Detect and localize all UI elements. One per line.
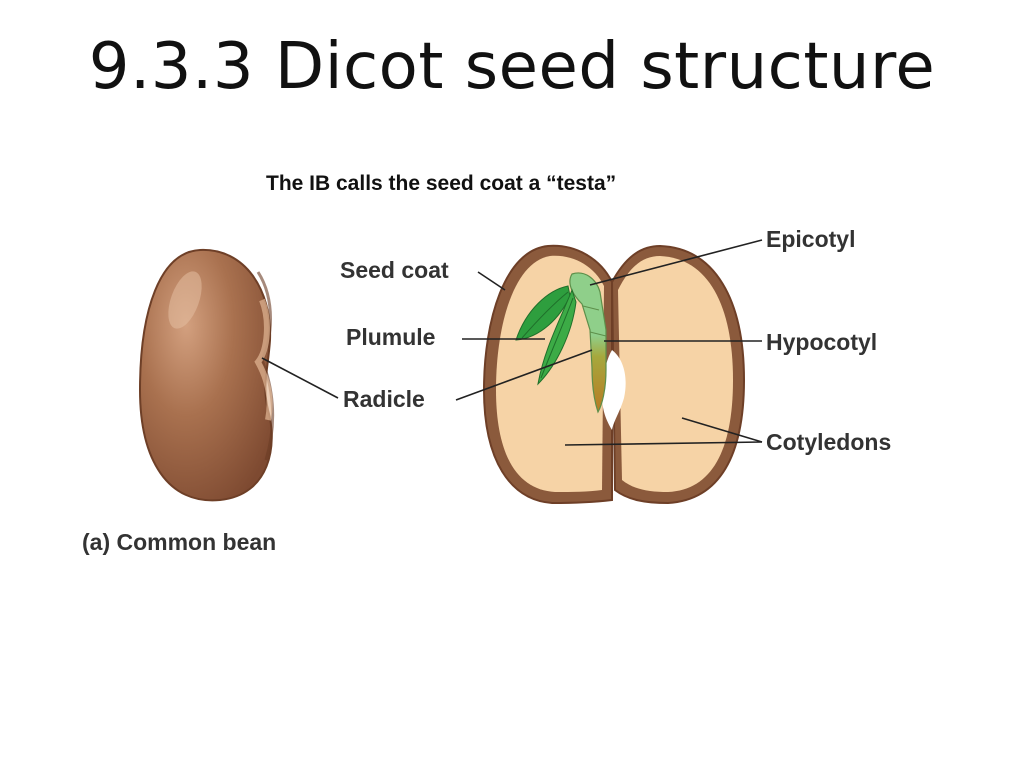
slide-title: 9.3.3 Dicot seed structure [88, 30, 936, 104]
leader-epicotyl [589, 239, 763, 286]
leader-radicle-right [455, 349, 593, 401]
seed-section-left [482, 244, 613, 505]
seed-section-right [610, 244, 746, 505]
seed-notch [602, 350, 626, 430]
figure-caption: (a) Common bean [82, 529, 276, 555]
plumule-leaves [515, 285, 577, 386]
subtitle-note: The IB calls the seed coat a “testa” [266, 172, 617, 195]
label-plumule: Plumule [346, 324, 435, 350]
label-seed-coat: Seed coat [340, 257, 449, 283]
common-bean-whole [138, 248, 275, 502]
label-cotyledons: Cotyledons [766, 429, 891, 455]
label-epicotyl: Epicotyl [766, 226, 855, 252]
leader-cotyledons-right [681, 417, 763, 443]
leader-seed-coat [477, 271, 506, 291]
label-hypocotyl: Hypocotyl [766, 329, 877, 355]
leader-cotyledons-left [564, 441, 763, 446]
leader-radicle-left [261, 357, 339, 399]
embryo-axis [569, 272, 607, 414]
label-radicle: Radicle [343, 386, 425, 412]
